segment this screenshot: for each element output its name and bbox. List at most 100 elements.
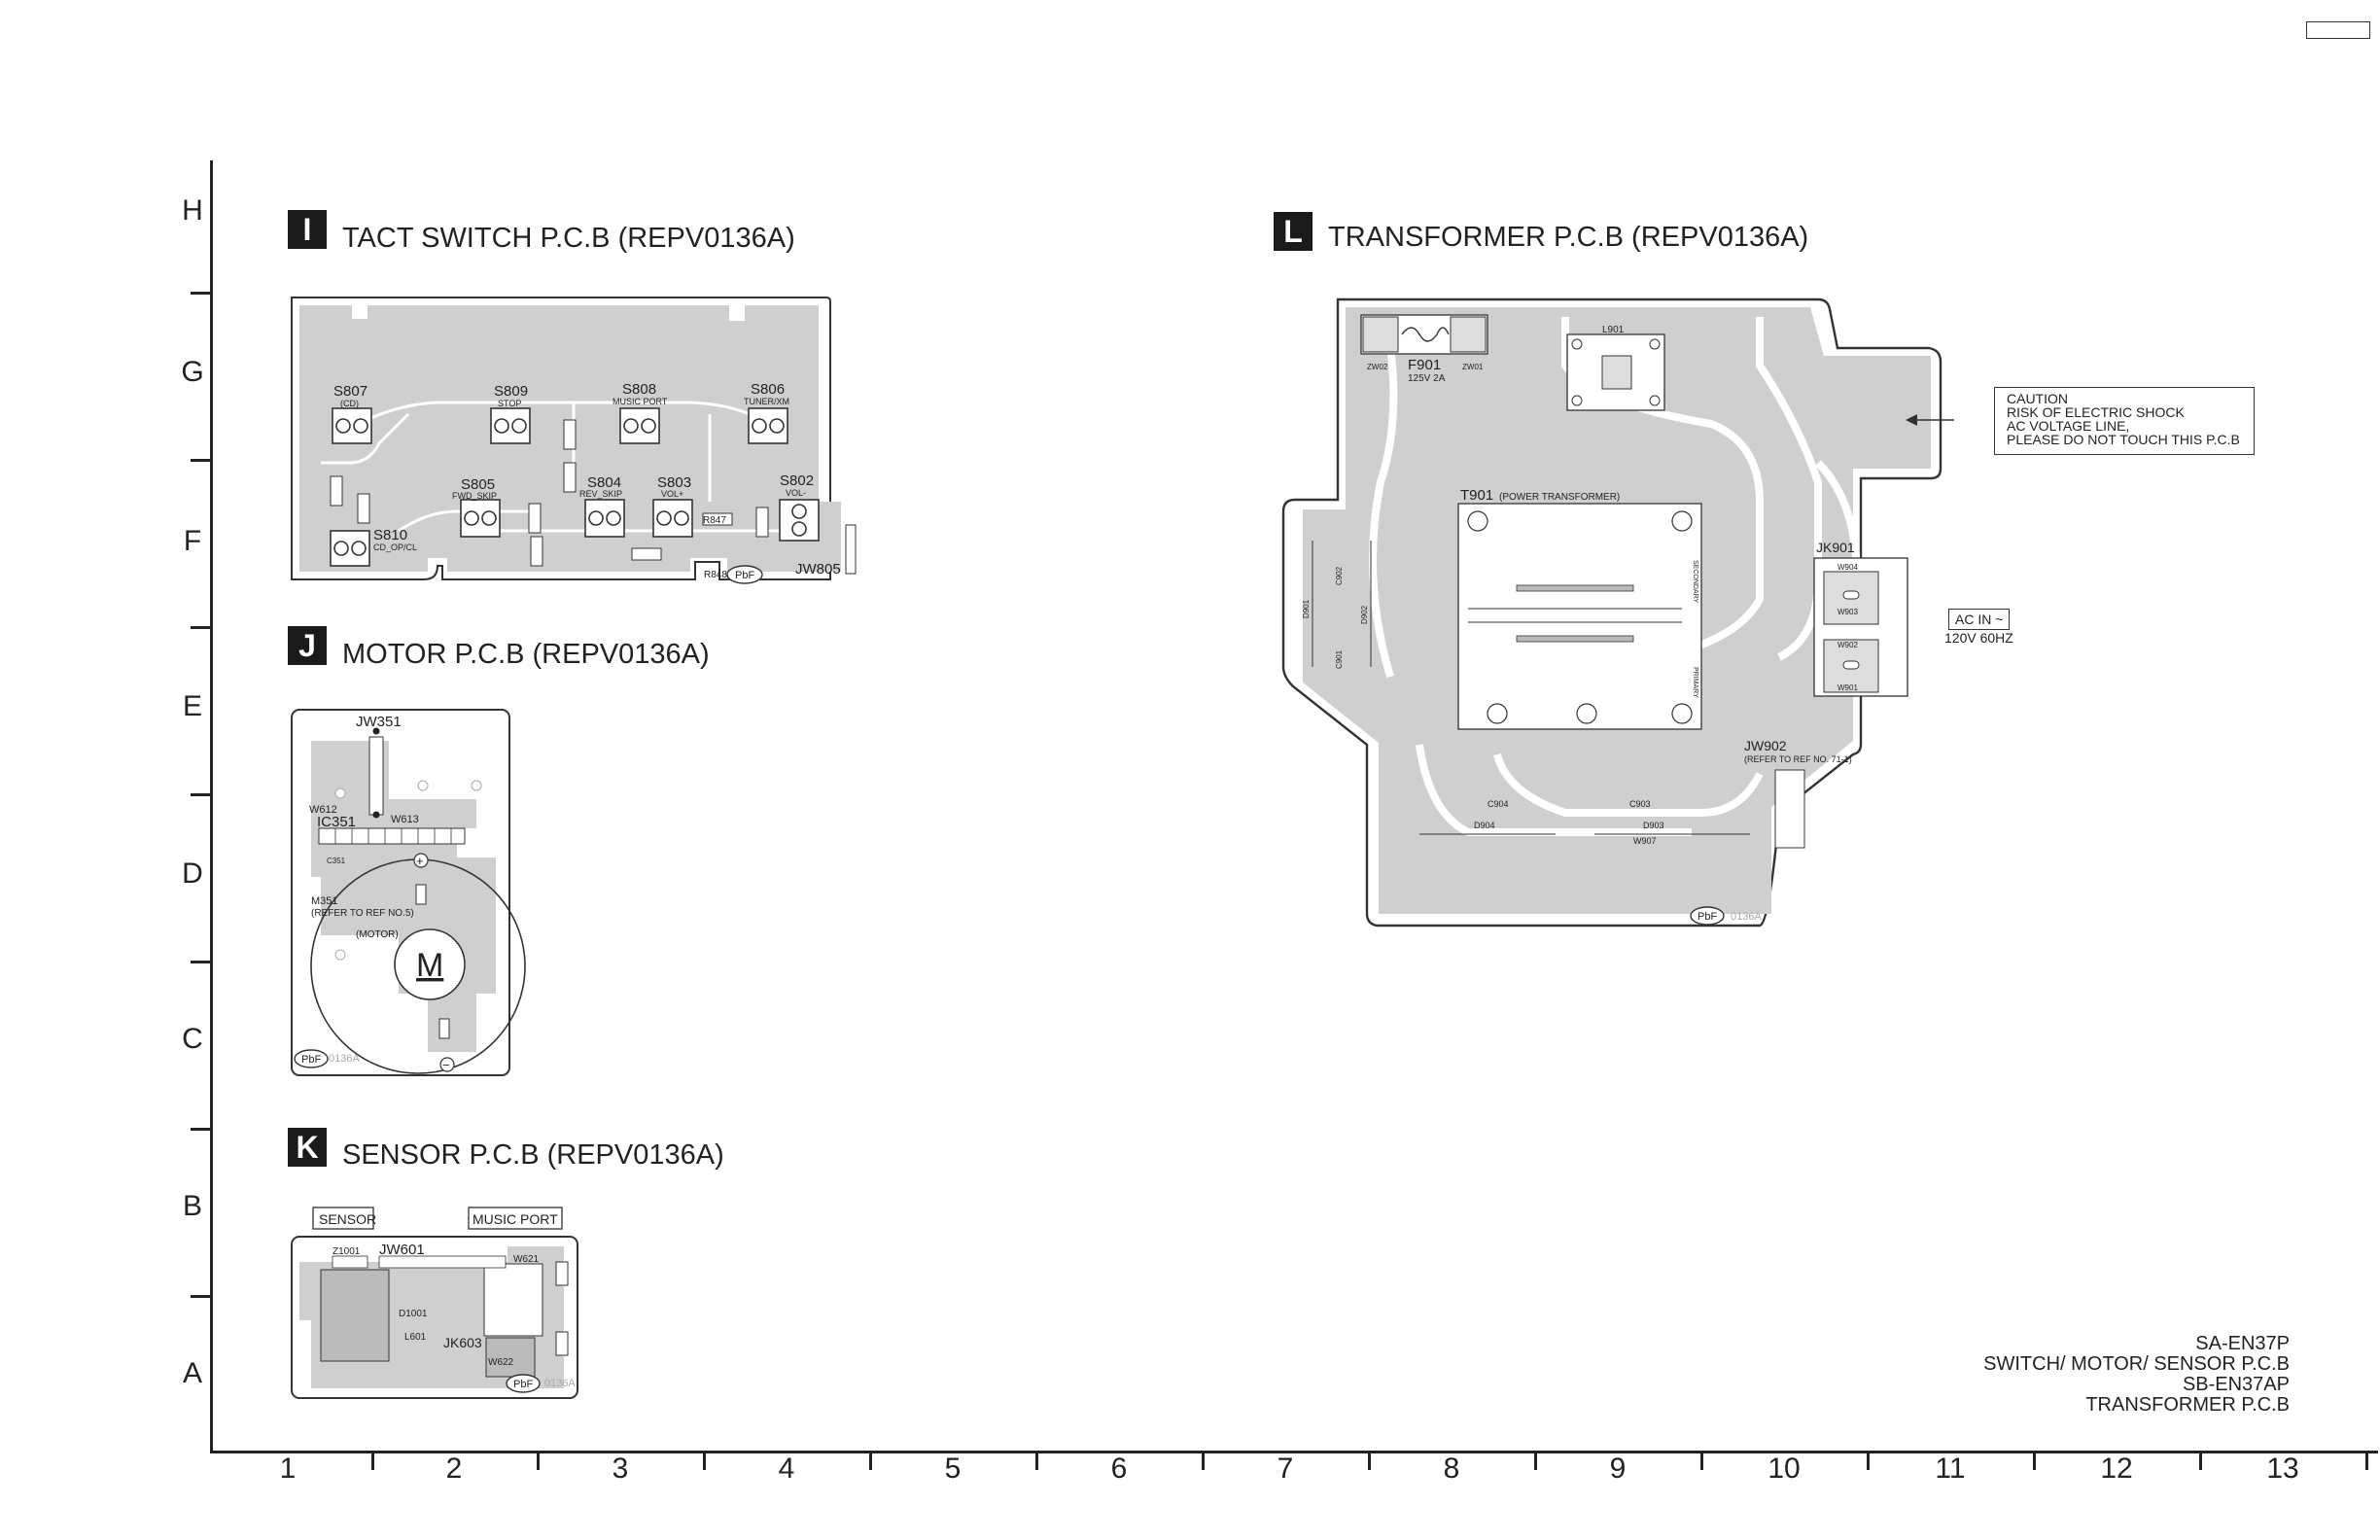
s807-sub: (CD) <box>340 399 359 408</box>
c901-label: C901 <box>1335 649 1344 669</box>
grid-col-tick <box>1368 1452 1371 1470</box>
section-title-motor: MOTOR P.C.B (REPV0136A) <box>342 639 710 670</box>
jw902-ref: (REFER TO REF NO. 71-1) <box>1744 754 1852 764</box>
w622-label: W622 <box>488 1357 514 1368</box>
grid-row-label: G <box>181 356 204 388</box>
motor-symbol: M <box>416 947 443 984</box>
motor-pbf-mark: PbF <box>301 1054 321 1066</box>
grid-col-label: 7 <box>1277 1452 1294 1485</box>
grid-col-tick <box>2199 1452 2202 1470</box>
grid-col-tick <box>1035 1452 1038 1470</box>
secondary-label: SECONDARY <box>1692 560 1698 604</box>
section-letter-transformer: L <box>1274 212 1312 251</box>
s809-label: S809 <box>494 383 528 400</box>
section-title-transformer: TRANSFORMER P.C.B (REPV0136A) <box>1328 222 1809 253</box>
f901-rating: 125V 2A <box>1408 373 1446 384</box>
w902-label: W902 <box>1838 641 1858 649</box>
s802-label: S802 <box>780 472 814 489</box>
z1001-label: Z1001 <box>332 1246 361 1257</box>
c902-label: C902 <box>1335 566 1344 585</box>
footer-line-2: SWITCH/ MOTOR/ SENSOR P.C.B <box>1983 1353 2290 1375</box>
caution-line-2: RISK OF ELECTRIC SHOCK <box>2007 404 2185 420</box>
grid-vertical-axis <box>210 160 213 1453</box>
jw805-label: JW805 <box>795 561 841 578</box>
grid-row-label: H <box>182 194 203 227</box>
sensor-code: 0136A <box>544 1378 576 1389</box>
grid-col-tick <box>537 1452 540 1470</box>
w904-label: W904 <box>1838 563 1858 572</box>
grid-row-tick <box>191 793 212 796</box>
s808-label: S808 <box>622 381 656 398</box>
grid-row-tick <box>191 961 212 963</box>
jw601-label: JW601 <box>379 1242 425 1258</box>
ac-in-rating: 120V 60HZ <box>1944 630 2013 646</box>
page-corner-box <box>2306 21 2370 39</box>
motor-code: 0136A <box>329 1053 360 1065</box>
footer-line-1: SA-EN37P <box>2195 1333 2290 1354</box>
grid-col-label: 9 <box>1609 1452 1627 1485</box>
grid-col-tick <box>869 1452 872 1470</box>
w903-label: W903 <box>1838 608 1858 616</box>
grid-col-label: 4 <box>778 1452 795 1485</box>
grid-col-label: 13 <box>2266 1452 2299 1485</box>
grid-col-label: 8 <box>1443 1452 1460 1485</box>
grid-col-tick <box>1867 1452 1870 1470</box>
grid-col-label: 1 <box>279 1452 297 1485</box>
grid-row-tick <box>191 1295 212 1298</box>
jw902-label: JW902 <box>1744 738 1787 753</box>
footer-line-4: TRANSFORMER P.C.B <box>2085 1394 2290 1416</box>
s809-sub: STOP <box>498 399 521 408</box>
grid-col-tick <box>2033 1452 2036 1470</box>
grid-row-label: A <box>182 1357 202 1389</box>
grid-horizontal-axis <box>210 1451 2378 1453</box>
s804-sub: REV_SKIP <box>579 489 622 499</box>
section-letter-tact: I <box>288 210 327 249</box>
s805-label: S805 <box>461 476 495 493</box>
section-title-sensor: SENSOR P.C.B (REPV0136A) <box>342 1139 724 1171</box>
transformer-pbf-mark: PbF <box>1698 911 1717 923</box>
tact-switch-pcb: S807 (CD) S809 STOP S808 MUSIC PORT S806… <box>291 297 857 584</box>
grid-row-tick <box>191 626 212 629</box>
grid-col-label: 10 <box>1768 1452 1801 1485</box>
s808-sub: MUSIC PORT <box>612 397 668 406</box>
caution-line-1: CAUTION <box>2007 391 2068 406</box>
w901-label: W901 <box>1838 683 1858 692</box>
jw351-label: JW351 <box>356 714 402 730</box>
zw01-label: ZW01 <box>1462 363 1484 371</box>
w907-label: W907 <box>1633 836 1657 846</box>
grid-col-label: 2 <box>445 1452 463 1485</box>
s802-sub: VOL- <box>786 488 806 498</box>
grid-row-label: C <box>182 1023 203 1055</box>
w613-label: W613 <box>391 814 419 825</box>
s805-sub: FWD_SKIP <box>452 491 497 501</box>
grid-col-tick <box>1534 1452 1537 1470</box>
c903-label: C903 <box>1629 799 1651 809</box>
grid-row-label: D <box>182 858 203 890</box>
model-footer: SA-EN37P SWITCH/ MOTOR/ SENSOR P.C.B SB-… <box>1983 1334 2290 1416</box>
s804-label: S804 <box>587 474 621 491</box>
d904-label: D904 <box>1474 821 1495 830</box>
s803-sub: VOL+ <box>661 489 683 499</box>
section-letter-sensor: K <box>288 1128 327 1167</box>
sensor-pcb: SENSOR MUSIC PORT Z1001 JW601 W621 D1001… <box>291 1207 578 1399</box>
f901-label: F901 <box>1408 357 1441 373</box>
sensor-box-label: SENSOR <box>319 1211 376 1227</box>
jk901-label: JK901 <box>1816 540 1855 555</box>
r848-label: R848 <box>704 570 727 580</box>
caution-note: CAUTION RISK OF ELECTRIC SHOCK AC VOLTAG… <box>1994 387 2255 455</box>
zw02-label: ZW02 <box>1367 363 1388 371</box>
grid-row-tick <box>191 459 212 462</box>
w621-label: W621 <box>513 1254 540 1265</box>
section-title-tact: TACT SWITCH P.C.B (REPV0136A) <box>342 223 795 254</box>
grid-col-label: 5 <box>944 1452 962 1485</box>
caution-line-3: AC VOLTAGE LINE, <box>2007 418 2130 434</box>
s807-label: S807 <box>333 383 368 400</box>
primary-label: PRIMARY <box>1692 667 1698 698</box>
grid-col-tick <box>2365 1452 2368 1470</box>
grid-col-label: 12 <box>2100 1452 2133 1485</box>
d901-label: D901 <box>1302 599 1311 618</box>
s803-label: S803 <box>657 474 691 491</box>
grid-col-tick <box>1202 1452 1205 1470</box>
grid-row-label: F <box>183 525 202 557</box>
c904-label: C904 <box>1488 799 1509 809</box>
